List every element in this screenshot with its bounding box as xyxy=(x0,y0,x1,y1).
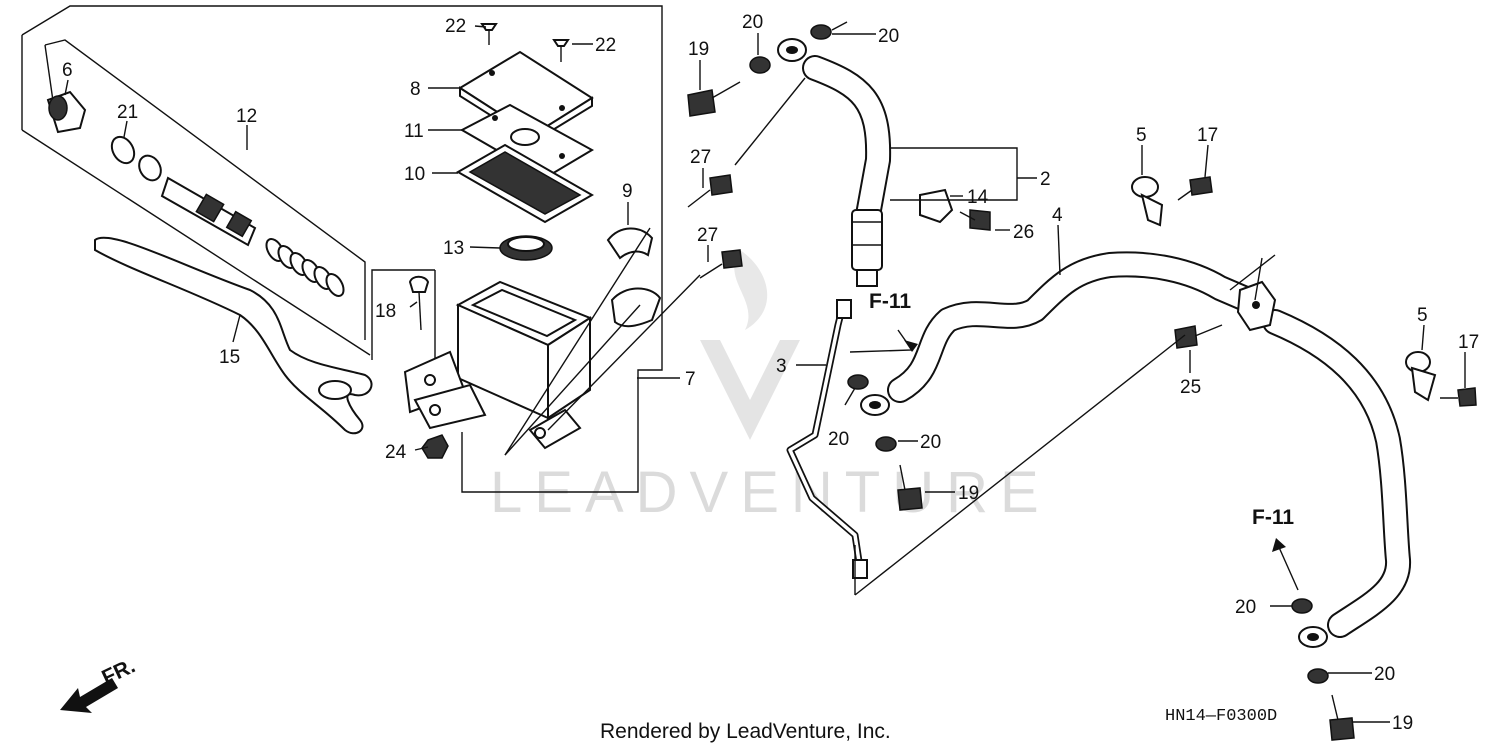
callout-21: 21 xyxy=(117,102,138,123)
callout-20-d: 20 xyxy=(920,432,941,453)
callout-6: 6 xyxy=(62,60,73,81)
reference-f11-b: F-11 xyxy=(1252,506,1294,529)
leader-lines xyxy=(64,21,1466,723)
callout-27-b: 27 xyxy=(697,225,718,246)
callout-2: 2 xyxy=(1040,169,1051,190)
front-direction-arrow: FR. xyxy=(60,654,139,713)
callout-5-b: 5 xyxy=(1417,305,1428,326)
credit-text: Rendered by LeadVenture, Inc. xyxy=(600,720,891,743)
callout-18: 18 xyxy=(375,301,396,322)
callout-22-a: 22 xyxy=(445,16,466,37)
callout-20-e: 20 xyxy=(1235,597,1256,618)
spring xyxy=(265,238,345,297)
callout-20-a: 20 xyxy=(742,12,763,33)
callout-26: 26 xyxy=(1013,222,1034,243)
callout-19-c: 19 xyxy=(1392,713,1413,734)
callout-4: 4 xyxy=(1052,205,1063,226)
callout-20-b: 20 xyxy=(878,26,899,47)
callout-11: 11 xyxy=(404,121,424,142)
callout-22-b: 22 xyxy=(595,35,616,56)
callout-27-a: 27 xyxy=(690,147,711,168)
callout-25: 25 xyxy=(1180,377,1201,398)
callout-10: 10 xyxy=(404,164,425,185)
callout-19-b: 19 xyxy=(958,483,979,504)
callout-15: 15 xyxy=(219,347,240,368)
callout-14: 14 xyxy=(967,187,989,208)
callout-7: 7 xyxy=(685,369,696,390)
callout-20-c: 20 xyxy=(828,429,849,450)
callout-5-a: 5 xyxy=(1136,125,1147,146)
callout-20-f: 20 xyxy=(1374,664,1395,685)
master-cylinder-parts xyxy=(46,23,743,459)
callout-24: 24 xyxy=(385,442,407,463)
assembly-boxes xyxy=(21,5,663,493)
brake-lines xyxy=(687,24,1477,741)
diagram-code: HN14—F0300D xyxy=(1165,707,1277,726)
callout-17-a: 17 xyxy=(1197,125,1218,146)
callout-17-b: 17 xyxy=(1458,332,1479,353)
callout-13: 13 xyxy=(443,238,464,259)
callout-19-a: 19 xyxy=(688,39,709,60)
reference-f11-a: F-11 xyxy=(869,290,911,313)
callout-8: 8 xyxy=(410,79,421,100)
callout-12: 12 xyxy=(236,106,257,127)
callout-labels: 22 22 6 21 12 8 11 10 13 9 27 27 19 20 2… xyxy=(62,12,1479,734)
callout-3: 3 xyxy=(776,356,787,377)
callout-9: 9 xyxy=(622,181,633,202)
